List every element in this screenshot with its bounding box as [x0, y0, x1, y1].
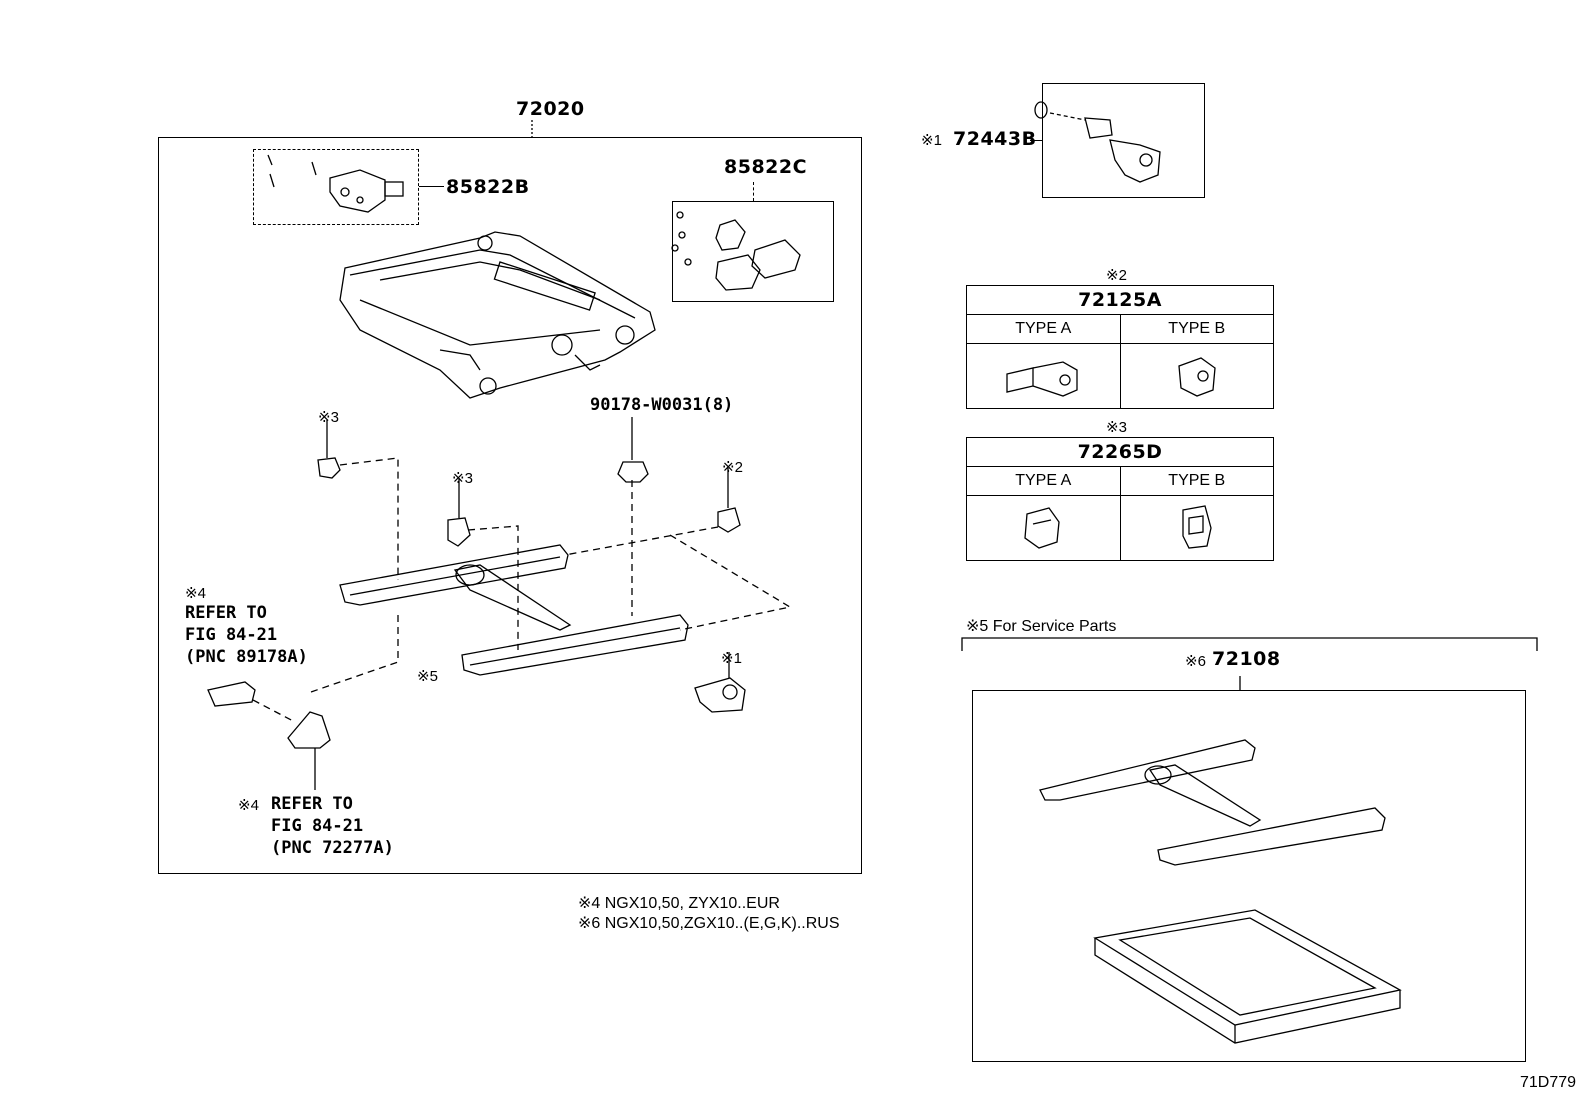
leader-85822c: [753, 182, 754, 201]
table-72125a: 72125A TYPE A TYPE B: [966, 285, 1274, 409]
seat-rails-illustration: [339, 544, 689, 676]
mark-5: ※5: [417, 668, 438, 685]
ref-b-line-3[interactable]: (PNC 72277A): [271, 838, 394, 858]
table-72125a-part-no[interactable]: 72125A: [966, 285, 1274, 315]
main-assembly-frame: [158, 137, 862, 874]
table-72265d-part-no[interactable]: 72265D: [966, 437, 1274, 467]
table-72125a-img-a: [966, 343, 1121, 409]
part-no-72443b[interactable]: 72443B: [953, 128, 1037, 150]
part-no-85822b[interactable]: 85822B: [446, 176, 530, 198]
part-no-72108[interactable]: 72108: [1212, 648, 1281, 670]
motor-85822b-illustration: [267, 154, 404, 213]
ref-a-line-3[interactable]: (PNC 89178A): [185, 647, 308, 667]
ref-b-line-1: REFER TO: [271, 794, 353, 814]
bracket-pieces-illustration: [207, 417, 746, 790]
table-72125a-img-b: [1119, 343, 1274, 409]
part-72443b-box: [1042, 83, 1205, 198]
ref-b-line-2: FIG 84-21: [271, 816, 364, 836]
mark-72265d: ※3: [1106, 419, 1127, 436]
seat-frame-illustration: [339, 231, 656, 399]
part-no-bolt[interactable]: 90178-W0031(8): [590, 395, 734, 415]
service-rails-illustration: [1039, 739, 1386, 866]
ref-a-mark: ※4: [185, 585, 206, 602]
table-72125a-type-a: TYPE A: [966, 314, 1121, 344]
table-72265d-type-a: TYPE A: [966, 466, 1121, 496]
service-note: ※5 For Service Parts: [966, 618, 1117, 635]
bracket-type-a-icon: [1024, 506, 1060, 549]
clip-type-b-icon: [1178, 356, 1216, 397]
service-parts-box: [972, 690, 1526, 1062]
part-no-72020[interactable]: 72020: [516, 98, 585, 120]
ref-b-mark: ※4: [238, 797, 259, 814]
table-72265d-img-a: [966, 495, 1121, 561]
leader-85822b: [419, 186, 444, 187]
mark-72108: ※6: [1185, 653, 1206, 670]
table-72265d: 72265D TYPE A TYPE B: [966, 437, 1274, 561]
motor-85822c-illustration: [671, 211, 801, 291]
ref-a-line-1: REFER TO: [185, 603, 267, 623]
part-72443b-illustration: [1034, 101, 1161, 183]
leader-72443b: [1030, 140, 1042, 141]
part-no-85822c[interactable]: 85822C: [724, 156, 808, 178]
footnote-4: ※4 NGX10,50, ZYX10..EUR: [578, 895, 780, 912]
mark-3a: ※3: [318, 409, 339, 426]
part-no-72125a[interactable]: 72125A: [1078, 289, 1162, 311]
motor-85822b-box: [253, 149, 419, 225]
mark-72125a: ※2: [1106, 267, 1127, 284]
ref-a-line-2: FIG 84-21: [185, 625, 278, 645]
service-tray-illustration: [1093, 909, 1402, 1044]
mark-1: ※1: [721, 650, 742, 667]
clip-type-a-icon: [1006, 360, 1078, 397]
footnote-6: ※6 NGX10,50,ZGX10..(E,G,K)..RUS: [578, 915, 840, 932]
mark-3b: ※3: [452, 470, 473, 487]
mark-2: ※2: [722, 459, 743, 476]
table-72265d-img-b: [1119, 495, 1274, 561]
figure-id: 71D779: [1520, 1074, 1577, 1091]
bracket-type-b-icon: [1182, 504, 1212, 549]
mark-72443b: ※1: [921, 132, 942, 149]
motor-85822c-box: [672, 201, 834, 302]
part-no-72265d[interactable]: 72265D: [1077, 441, 1163, 463]
table-72125a-type-b: TYPE B: [1119, 314, 1274, 344]
table-72265d-type-b: TYPE B: [1119, 466, 1274, 496]
